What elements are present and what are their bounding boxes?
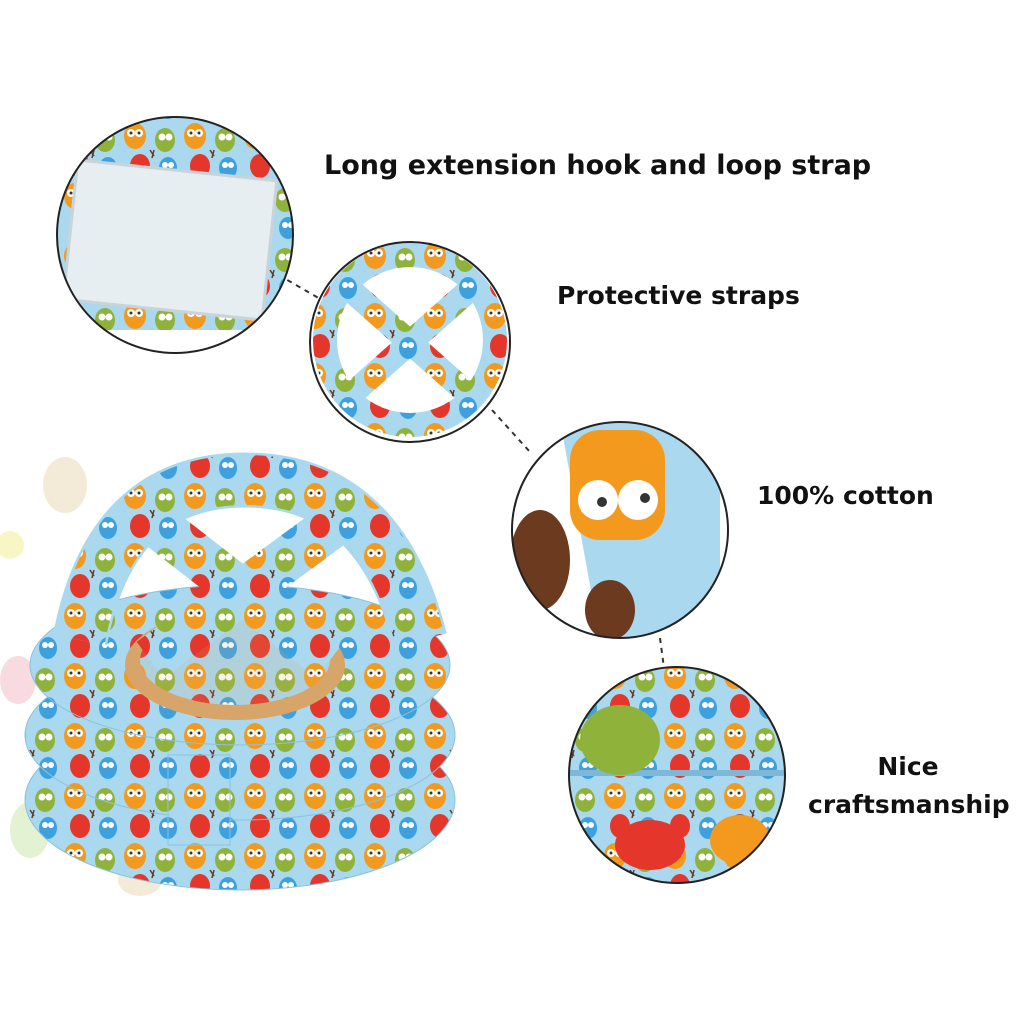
label-protective-straps: Protective straps [557,281,800,310]
label-cotton: 100% cotton [757,481,934,510]
detail-circle-cotton [511,421,729,639]
helmet-image [24,452,456,891]
detail-circle-craftsmanship [568,666,786,884]
label-hook-loop-strap: Long extension hook and loop strap [324,150,872,181]
label-craftsmanship-line2: craftsmanship [808,790,1010,819]
label-craftsmanship-line1: Nice [877,752,939,781]
detail-circle-hook-loop [56,116,294,354]
background-owls [0,457,162,896]
detail-circle-straps [309,241,511,443]
label-craftsmanship: Nice craftsmanship [808,748,1010,824]
